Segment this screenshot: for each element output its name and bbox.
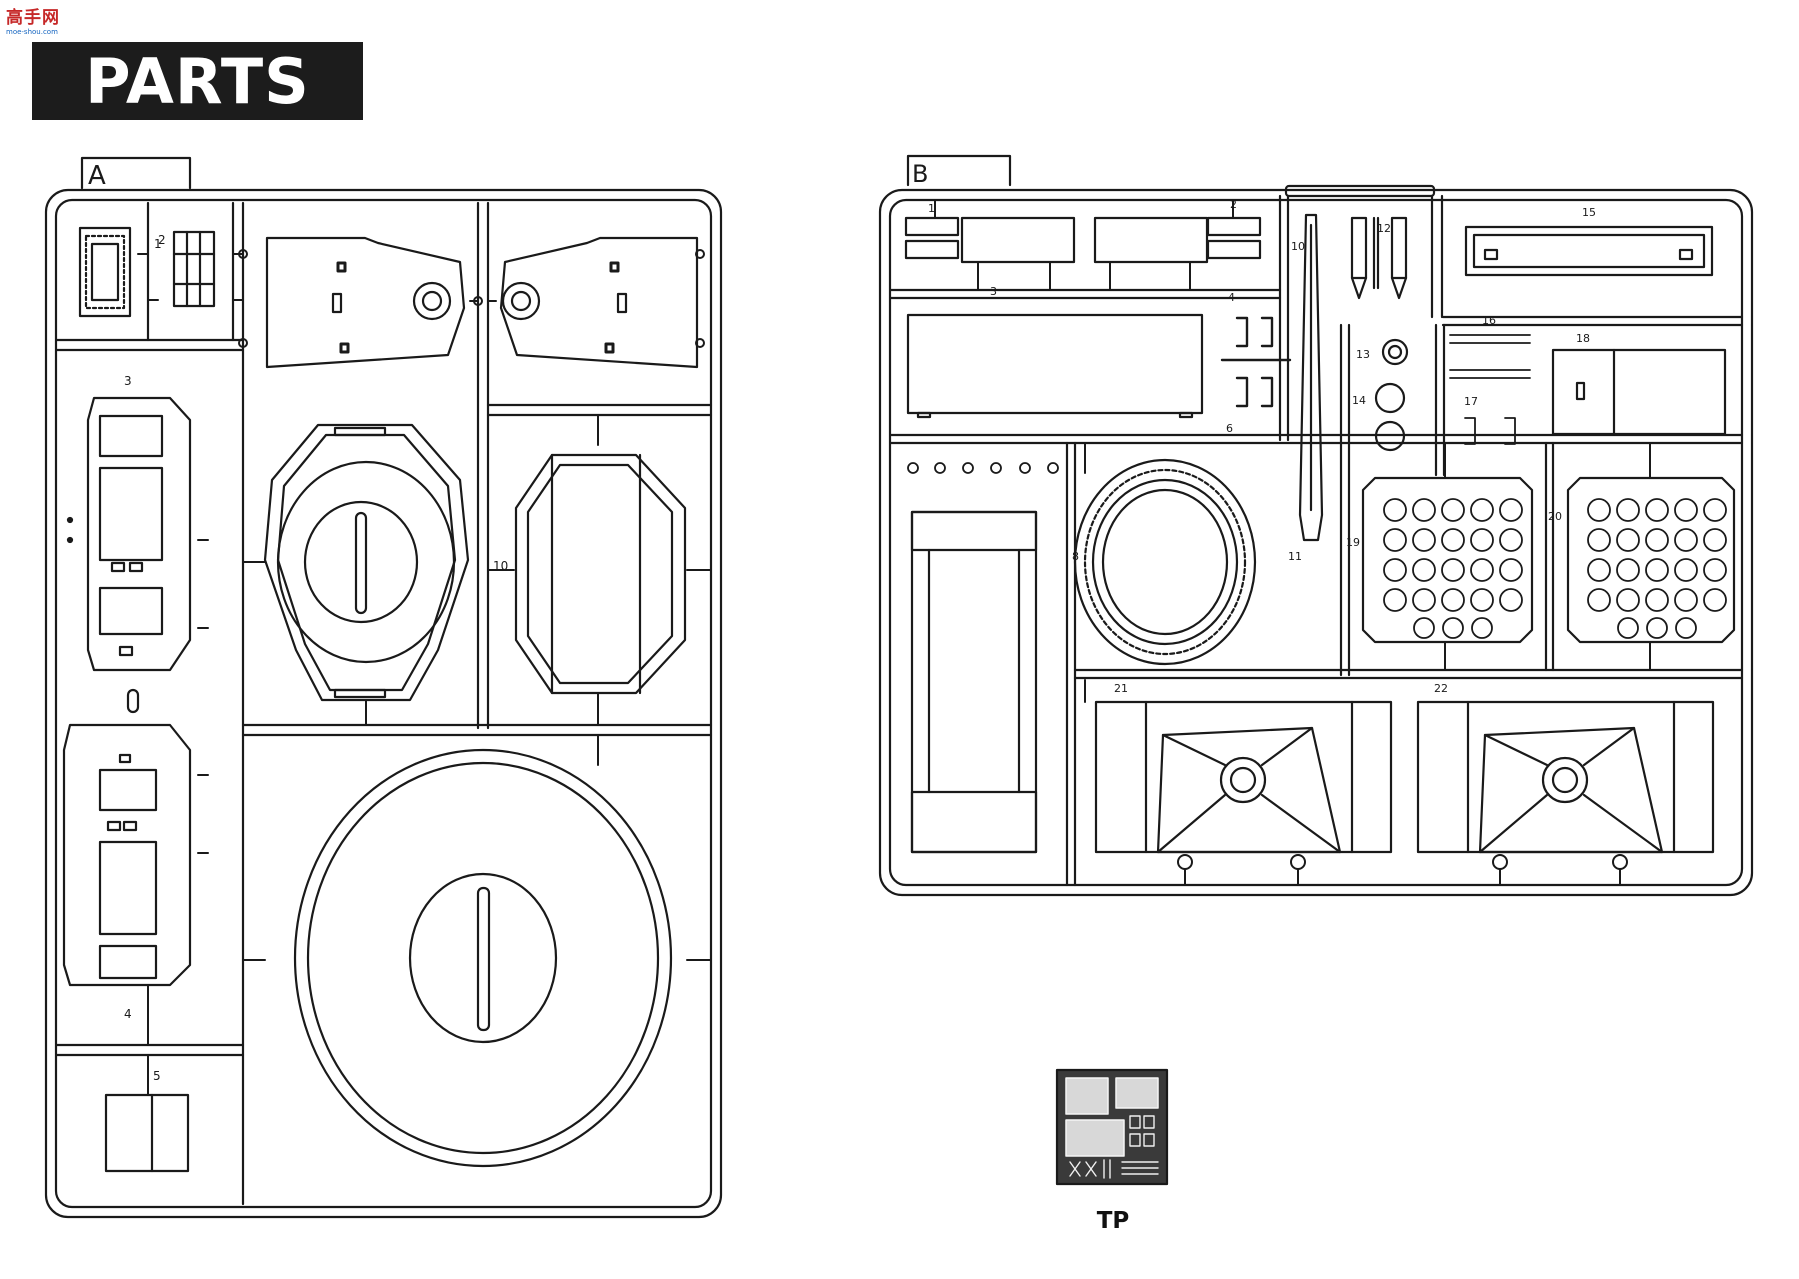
part-number: 5 [153,1069,161,1083]
part-number: 11 [1288,550,1302,563]
part-number: 16 [1482,314,1496,327]
sprue-a-numbers: 1 2 3 4 5 10 [124,233,508,1083]
part-number: 8 [1072,550,1079,563]
sprue-b-frame [878,188,1754,897]
part-number: 21 [1114,682,1128,695]
part-number: 10 [1291,240,1305,253]
part-number: 12 [1377,222,1391,235]
parts-banner: PARTS [32,42,363,120]
sprue-b-tag: B [912,160,928,188]
part-number: 1 [928,202,935,215]
part-a-turret-ring [263,423,470,702]
part-b16-17 [1449,334,1531,445]
part-number: 13 [1356,348,1370,361]
sprue-b-gates [934,199,1651,886]
part-number: 3 [124,374,132,388]
sprue-b-top-rail [1284,184,1436,198]
sprue-a-tag-frame [80,156,192,190]
part-b3 [906,313,1204,419]
part-number: 4 [124,1007,132,1021]
part-number: 4 [1228,291,1235,304]
part-number: 22 [1434,682,1448,695]
part-a4 [62,723,192,987]
part-number: 17 [1464,395,1478,408]
part-number: 10 [493,559,508,573]
photo-etch-sheet [1055,1068,1169,1186]
part-b8 [1073,458,1257,666]
watermark-logo: 高手网 moe-shou.com [6,8,76,40]
part-a-side-plate-left [265,236,466,369]
sprue-b-frame-inner [888,198,1744,887]
photo-etch-label: TP [1096,1208,1130,1234]
part-b12 [1350,216,1408,300]
page-title: PARTS [85,44,310,118]
part-a-side-plate-right [499,236,699,369]
part-b20 [1566,476,1736,644]
part-number: 14 [1352,394,1366,407]
part-a10 [514,453,687,695]
watermark-logo-subtext: moe-shou.com [6,28,58,36]
part-b4-6 [1220,316,1292,408]
part-number: 1 [154,237,162,251]
part-b2 [904,216,1262,264]
part-number: 15 [1582,206,1596,219]
part-b13-14 [1374,338,1409,452]
sprue-a: A [44,156,723,1219]
part-b11 [1298,213,1324,542]
sprue-b-numbers: 1 2 3 4 6 8 10 11 12 13 14 15 16 17 18 1… [928,198,1596,695]
sprue-b-tag-frame [906,154,1012,187]
part-b-small-gates [907,462,1059,474]
part-number: 6 [1226,422,1233,435]
part-number: 2 [1230,198,1237,211]
part-number: 3 [990,285,997,298]
part-a5 [104,1093,190,1173]
part-a3 [66,396,192,672]
part-b7 [910,510,1038,854]
part-a1 [78,226,132,318]
sprue-a-frame-inner [54,198,713,1209]
part-number: 2 [158,233,166,247]
part-b15 [1464,225,1714,277]
part-b18 [1551,348,1727,436]
part-b19 [1361,476,1534,644]
sprue-b: B [878,154,1754,897]
part-number: 18 [1576,332,1590,345]
part-number: 20 [1548,510,1562,523]
part-a-turret-roof [293,748,673,1168]
part-b21 [1094,700,1393,854]
watermark-logo-text: 高手网 [6,8,60,28]
part-number: 19 [1346,536,1360,549]
sprue-a-tag: A [88,161,106,191]
part-a-gate [126,688,140,714]
part-a2 [172,230,216,308]
sprue-a-gates [137,249,712,1096]
sprue-a-frame [44,188,723,1219]
part-b22 [1416,700,1715,854]
